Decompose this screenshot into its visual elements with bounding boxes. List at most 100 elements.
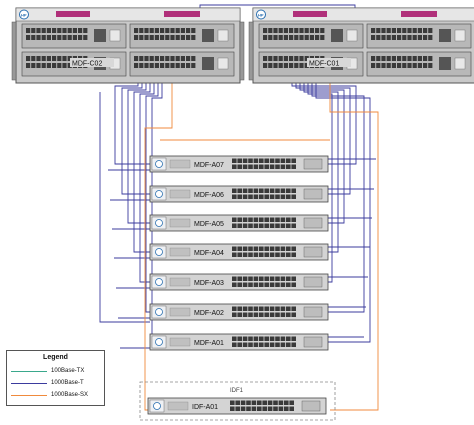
network-port [402,28,407,33]
uplink-port [439,57,451,70]
network-port [67,28,72,33]
switch-label: MDF-A05 [194,221,224,228]
network-port [242,312,248,317]
network-port [52,28,57,33]
switch-label: MDF-A06 [194,192,224,199]
network-port [289,35,294,40]
network-port [180,63,185,68]
network-port [263,63,268,68]
module-handle [346,29,358,42]
network-port [237,188,242,193]
network-port [278,56,283,61]
network-port [242,223,248,228]
network-port [242,188,248,193]
legend-title: Legend [43,354,68,361]
network-port [273,400,278,405]
link-c02-mdf-a07 [114,80,150,165]
network-port [267,406,273,411]
network-port [31,63,36,68]
idf-zone-boundary [139,381,336,421]
network-port [386,63,391,68]
hp-logo-icon [19,9,29,20]
network-port [280,282,286,287]
legend-label-1000base-sx: 1000Base-SX [51,392,89,398]
network-port [253,312,259,317]
network-port [186,35,191,40]
network-port [232,194,237,199]
network-port [391,28,396,33]
network-port [269,282,275,287]
network-port [262,406,267,411]
network-port [428,63,433,68]
network-port [278,400,284,405]
network-port [253,342,259,347]
network-port [286,342,291,347]
network-port [294,56,299,61]
network-port [78,28,83,33]
network-port [286,282,291,287]
network-port [248,223,253,228]
network-port [144,28,149,33]
network-port [186,63,191,68]
network-port [242,336,248,341]
network-port [248,252,253,257]
uplink-module [303,276,323,288]
network-port [36,56,41,61]
network-port [407,56,412,61]
network-port [320,28,325,33]
network-port [165,28,170,33]
network-port [376,28,381,33]
network-port [154,35,159,40]
network-port [381,63,386,68]
network-port [269,188,275,193]
network-port [423,28,428,33]
network-port [232,164,237,169]
network-port [423,56,428,61]
network-port [286,312,291,317]
network-port [263,56,268,61]
network-port [291,158,296,163]
network-port [407,28,412,33]
network-port [269,194,275,199]
uplink-module [303,336,323,348]
network-port [175,35,180,40]
network-port [149,35,154,40]
network-port [149,56,154,61]
legend-swatch-1000base-t [11,383,47,384]
network-port [264,312,269,317]
network-port [83,35,88,40]
network-port [232,246,237,251]
network-port [273,406,278,411]
network-port [36,35,41,40]
network-port [259,306,264,311]
network-port [246,406,251,411]
network-port [180,35,185,40]
link-fiber-c01-idf [329,80,379,411]
network-port [391,63,396,68]
uplink-module [301,400,321,412]
network-port [275,342,280,347]
mount-ear-left [11,21,17,81]
hp-logo-icon [155,190,163,198]
network-port [240,406,246,411]
hp-logo-icon [153,402,161,410]
network-port [259,336,264,341]
network-port [275,188,280,193]
network-port [263,28,268,33]
network-port [160,56,165,61]
status-leds [169,159,191,169]
network-port [283,56,288,61]
edge-switch-mdf-a07: MDF-A07 [149,155,329,173]
uplink-port [202,57,214,70]
network-port [41,63,46,68]
network-port [242,164,248,169]
network-port [134,28,139,33]
network-port [291,188,296,193]
network-port [175,28,180,33]
network-port [248,246,253,251]
network-port [263,35,268,40]
network-port [275,276,280,281]
network-port [26,63,31,68]
network-port [57,28,62,33]
